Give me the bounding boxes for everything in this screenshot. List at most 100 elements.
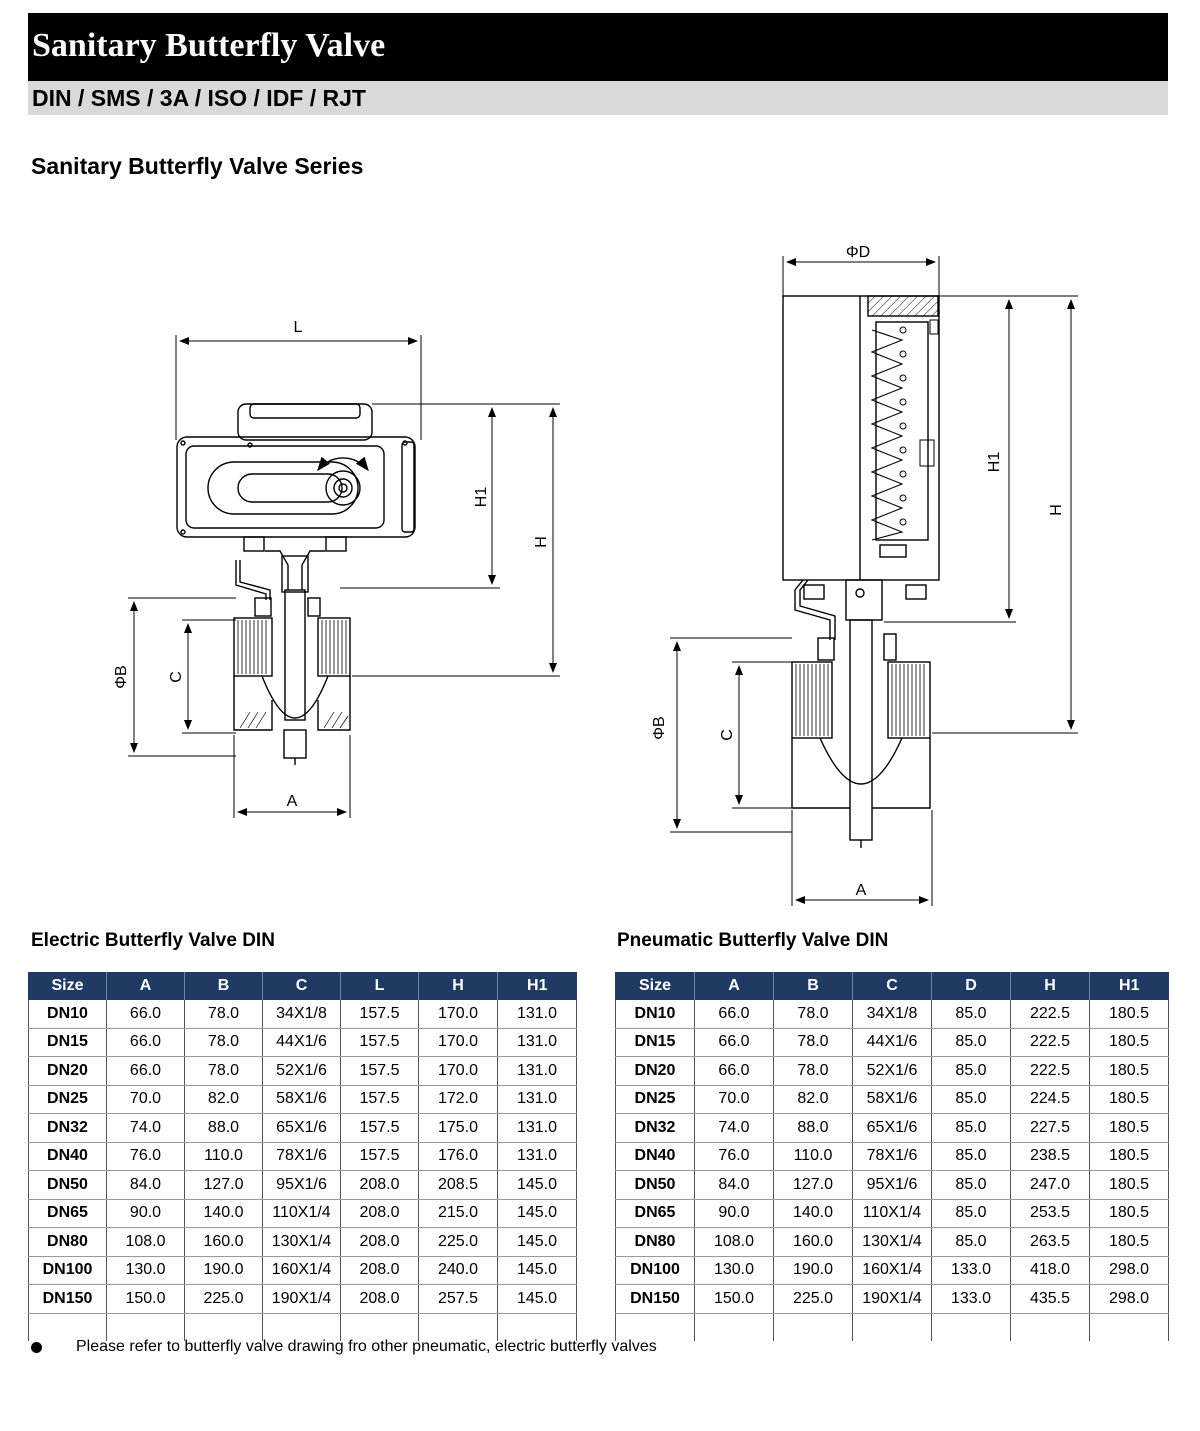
value-cell: 140.0	[773, 1199, 853, 1228]
value-cell: 160X1/4	[262, 1256, 341, 1285]
dim-label-C: C	[719, 729, 736, 741]
pneumatic-table-title: Pneumatic Butterfly Valve DIN	[617, 930, 889, 951]
column-header: C	[262, 972, 341, 1000]
value-cell: 176.0	[418, 1142, 498, 1171]
size-cell: DN80	[28, 1227, 107, 1257]
value-cell: 170.0	[418, 1028, 498, 1057]
dim-label-C: C	[168, 671, 185, 683]
value-cell: 88.0	[184, 1113, 263, 1143]
value-cell: 180.5	[1089, 1113, 1169, 1143]
value-cell: 180.5	[1089, 1028, 1169, 1057]
pneumatic-valve-drawing: ΦD H1 H ΦB C A	[651, 244, 1078, 906]
value-cell: 225.0	[184, 1284, 263, 1314]
value-cell: 170.0	[418, 1056, 498, 1086]
value-cell: 127.0	[184, 1170, 263, 1200]
value-cell: 175.0	[418, 1113, 498, 1143]
value-cell: 85.0	[931, 1000, 1011, 1029]
empty-cell	[852, 1313, 932, 1341]
value-cell: 172.0	[418, 1085, 498, 1114]
empty-cell	[773, 1313, 853, 1341]
title-bar: Sanitary Butterfly Valve	[28, 13, 1168, 81]
value-cell: 90.0	[694, 1199, 774, 1228]
value-cell: 160.0	[773, 1227, 853, 1257]
value-cell: 238.5	[1010, 1142, 1090, 1171]
dim-label-L: L	[294, 319, 303, 336]
standards-bar: DIN / SMS / 3A / ISO / IDF / RJT	[28, 81, 1168, 115]
bullet-icon	[31, 1342, 42, 1353]
value-cell: 70.0	[694, 1085, 774, 1114]
value-cell: 222.5	[1010, 1028, 1090, 1057]
empty-cell	[1089, 1313, 1169, 1341]
value-cell: 180.5	[1089, 1000, 1169, 1029]
column-header: L	[340, 972, 419, 1000]
empty-cell	[497, 1313, 577, 1341]
value-cell: 225.0	[773, 1284, 853, 1314]
value-cell: 66.0	[106, 1028, 185, 1057]
value-cell: 131.0	[497, 1000, 577, 1029]
column-header: H	[1010, 972, 1090, 1000]
column-header: H1	[497, 972, 577, 1000]
value-cell: 145.0	[497, 1256, 577, 1285]
value-cell: 208.0	[340, 1199, 419, 1228]
value-cell: 108.0	[694, 1227, 774, 1257]
value-cell: 74.0	[694, 1113, 774, 1143]
value-cell: 298.0	[1089, 1256, 1169, 1285]
standards-text: DIN / SMS / 3A / ISO / IDF / RJT	[32, 85, 366, 111]
value-cell: 263.5	[1010, 1227, 1090, 1257]
value-cell: 224.5	[1010, 1085, 1090, 1114]
value-cell: 131.0	[497, 1142, 577, 1171]
value-cell: 34X1/8	[262, 1000, 341, 1029]
page-title: Sanitary Butterfly Valve	[32, 27, 386, 64]
dim-label-H: H	[533, 536, 550, 548]
value-cell: 180.5	[1089, 1227, 1169, 1257]
size-cell: DN15	[615, 1028, 695, 1057]
value-cell: 34X1/8	[852, 1000, 932, 1029]
size-cell: DN50	[28, 1170, 107, 1200]
dim-label-H: H	[1048, 504, 1065, 516]
value-cell: 435.5	[1010, 1284, 1090, 1314]
value-cell: 110X1/4	[262, 1199, 341, 1228]
value-cell: 150.0	[106, 1284, 185, 1314]
dim-label-H1: H1	[986, 452, 1003, 473]
value-cell: 157.5	[340, 1142, 419, 1171]
value-cell: 208.0	[340, 1227, 419, 1257]
value-cell: 157.5	[340, 1056, 419, 1086]
size-cell: DN150	[615, 1284, 695, 1314]
value-cell: 95X1/6	[852, 1170, 932, 1200]
value-cell: 90.0	[106, 1199, 185, 1228]
value-cell: 418.0	[1010, 1256, 1090, 1285]
dim-label-A: A	[856, 882, 867, 899]
value-cell: 133.0	[931, 1284, 1011, 1314]
value-cell: 58X1/6	[262, 1085, 341, 1114]
size-cell: DN40	[28, 1142, 107, 1171]
value-cell: 52X1/6	[852, 1056, 932, 1086]
empty-cell	[184, 1313, 263, 1341]
value-cell: 140.0	[184, 1199, 263, 1228]
value-cell: 130X1/4	[262, 1227, 341, 1257]
value-cell: 145.0	[497, 1227, 577, 1257]
value-cell: 222.5	[1010, 1056, 1090, 1086]
size-cell: DN10	[28, 1000, 107, 1029]
empty-cell	[106, 1313, 185, 1341]
empty-cell	[931, 1313, 1011, 1341]
value-cell: 240.0	[418, 1256, 498, 1285]
value-cell: 222.5	[1010, 1000, 1090, 1029]
table-header-row: Size A B C L H H1	[28, 972, 577, 1000]
value-cell: 130.0	[694, 1256, 774, 1285]
column-header: H1	[1089, 972, 1169, 1000]
value-cell: 78.0	[184, 1056, 263, 1086]
